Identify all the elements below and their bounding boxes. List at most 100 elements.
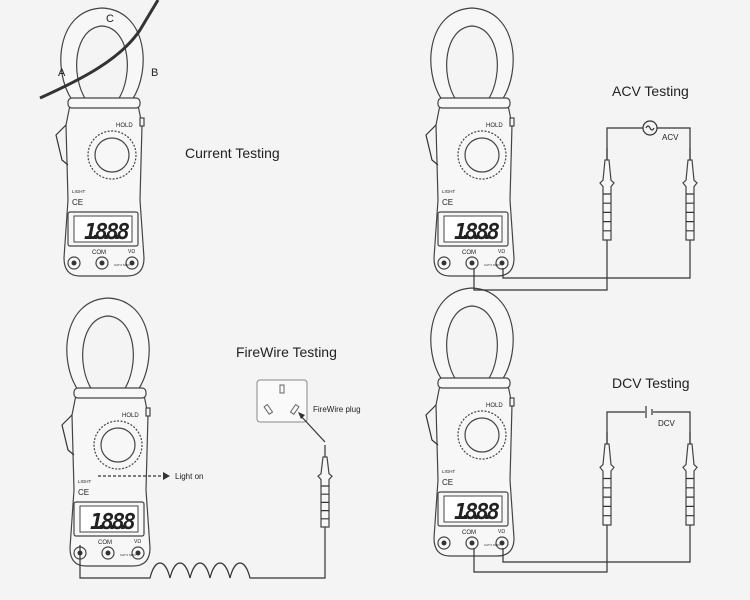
jaw-label-b: B (151, 67, 158, 79)
lcd-digits: 1.8.8.8 (90, 510, 136, 535)
jaw-label-c: C (106, 13, 114, 25)
socket-slot-top (279, 384, 285, 394)
test-probe-acv-black[interactable] (599, 148, 615, 241)
cat-rating-label: CAT II 600V (114, 263, 130, 267)
hold-button[interactable] (145, 407, 151, 417)
probe-handle (599, 159, 615, 241)
ac-wave-icon (645, 125, 655, 131)
jaw-label-a: A (58, 67, 66, 79)
hold-button[interactable] (509, 117, 515, 127)
jack-hole (71, 260, 77, 266)
probe-grip (686, 193, 694, 232)
hold-label: HOLD (486, 403, 503, 409)
hold-label: HOLD (486, 123, 503, 129)
hold-button[interactable] (139, 117, 145, 127)
clamp-jaw (60, 7, 144, 101)
arrow-head-icon (163, 472, 170, 480)
vohm-jack-label: VΩ (498, 249, 505, 255)
probe-handle (682, 159, 698, 241)
cat-rating-label: CAT II 600V (484, 543, 500, 547)
com-jack-label: COM (462, 250, 476, 256)
probe-handle (682, 443, 698, 526)
light-label: LIGHT (442, 189, 456, 194)
hold-button[interactable] (509, 397, 515, 407)
rotary-dial-center[interactable] (100, 427, 136, 463)
jack-hole (99, 260, 105, 266)
dcv-source-wire (606, 411, 691, 445)
probe-to-socket-arrow (299, 414, 326, 443)
jack-hole (469, 540, 475, 546)
vohm-jack-label: VΩ (134, 539, 141, 545)
dcv-lead-wires (473, 525, 691, 573)
jaw-trigger[interactable] (61, 414, 75, 456)
test-probe-firewire[interactable] (317, 445, 333, 528)
jaw-trigger[interactable] (425, 124, 439, 166)
cat-rating-label: CAT II 600V (120, 553, 136, 557)
jaw-collar (73, 387, 147, 399)
test-probe-dcv-black[interactable] (599, 432, 615, 526)
rotary-dial-center[interactable] (464, 417, 500, 453)
com-jack-label: COM (92, 250, 106, 256)
hold-label: HOLD (122, 413, 139, 419)
acv-label: ACV (662, 133, 679, 142)
clamp-jaw (430, 287, 514, 381)
probe-grip (686, 477, 694, 517)
vohm-jack-label: VΩ (128, 249, 135, 255)
title-firewire-testing: FireWire Testing (236, 344, 337, 360)
title-dcv-testing: DCV Testing (612, 375, 690, 391)
rotary-dial-center[interactable] (464, 137, 500, 173)
battery-icon (645, 406, 653, 418)
light-label: LIGHT (78, 479, 92, 484)
ce-mark: CE (442, 478, 453, 487)
light-label: LIGHT (442, 469, 456, 474)
arrow-head-icon (298, 412, 305, 419)
com-jack-label: COM (98, 540, 112, 546)
clamp-jaw (430, 7, 514, 101)
rotary-dial-center[interactable] (94, 137, 130, 173)
wall-socket (256, 379, 308, 423)
probe-handle (599, 443, 615, 526)
cat-rating-label: CAT II 600V (484, 263, 500, 267)
lcd-display (79, 505, 139, 533)
jaw-collar (437, 97, 511, 109)
jaw-trigger[interactable] (425, 404, 439, 446)
firewire-lead-wire (79, 525, 326, 579)
jack-hole (499, 540, 505, 546)
jack-hole (129, 260, 135, 266)
probe-grip (603, 477, 611, 517)
jack-hole (105, 550, 111, 556)
conductor-wire (39, 0, 160, 100)
dcv-label: DCV (658, 419, 676, 428)
com-jack-label: COM (462, 530, 476, 536)
test-probe-dcv-red[interactable] (682, 432, 698, 526)
ce-mark: CE (442, 198, 453, 207)
lcd-display (443, 495, 503, 523)
probe-grip (321, 485, 329, 520)
hold-label: HOLD (116, 123, 133, 129)
light-on-label: Light on (175, 472, 203, 481)
jaw-collar (67, 97, 141, 109)
jaw-collar (437, 377, 511, 389)
probe-grip (603, 193, 611, 232)
jack-hole (469, 260, 475, 266)
probe-handle (317, 456, 333, 528)
title-acv-testing: ACV Testing (612, 83, 689, 99)
vohm-jack-label: VΩ (498, 529, 505, 535)
lcd-display (73, 215, 133, 243)
jack-hole (441, 540, 447, 546)
jack-hole (499, 260, 505, 266)
acv-lead-wires (473, 238, 691, 291)
title-current-testing: Current Testing (185, 145, 280, 161)
jack-hole (441, 260, 447, 266)
jaw-trigger[interactable] (55, 124, 69, 166)
ce-mark: CE (72, 198, 83, 207)
test-probe-acv-red[interactable] (682, 148, 698, 241)
lcd-digits: 1.8.8.8 (454, 220, 500, 245)
socket-slot-right (289, 403, 300, 415)
lcd-digits: 1.8.8.8 (84, 220, 130, 245)
